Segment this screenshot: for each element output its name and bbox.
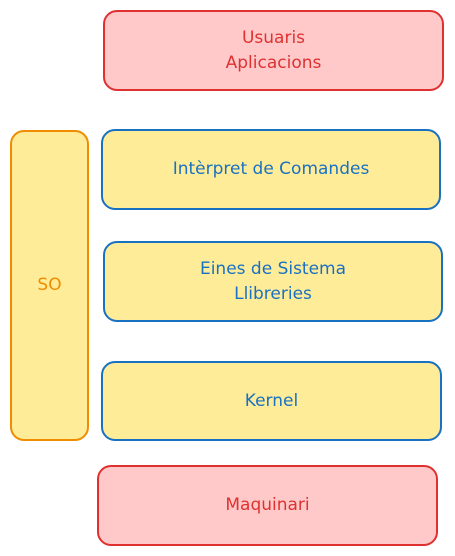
hardware-layer: Maquinari — [97, 465, 438, 546]
users-applications-layer: Usuaris Aplicacions — [103, 10, 444, 91]
kernel-layer: Kernel — [101, 361, 442, 441]
os-label: SO — [37, 275, 62, 295]
users-label: Usuaris — [241, 27, 306, 48]
command-interpreter-label: Intèrpret de Comandes — [172, 159, 370, 179]
operating-system-bracket: SO — [10, 130, 89, 441]
system-tools-libraries-layer: Eines de Sistema Llibreries — [103, 241, 443, 322]
applications-label: Aplicacions — [225, 52, 322, 73]
system-tools-label: Eines de Sistema — [199, 258, 347, 279]
command-interpreter-layer: Intèrpret de Comandes — [101, 129, 441, 210]
kernel-label: Kernel — [244, 390, 299, 411]
libraries-label: Llibreries — [234, 283, 312, 304]
hardware-label: Maquinari — [225, 495, 310, 515]
